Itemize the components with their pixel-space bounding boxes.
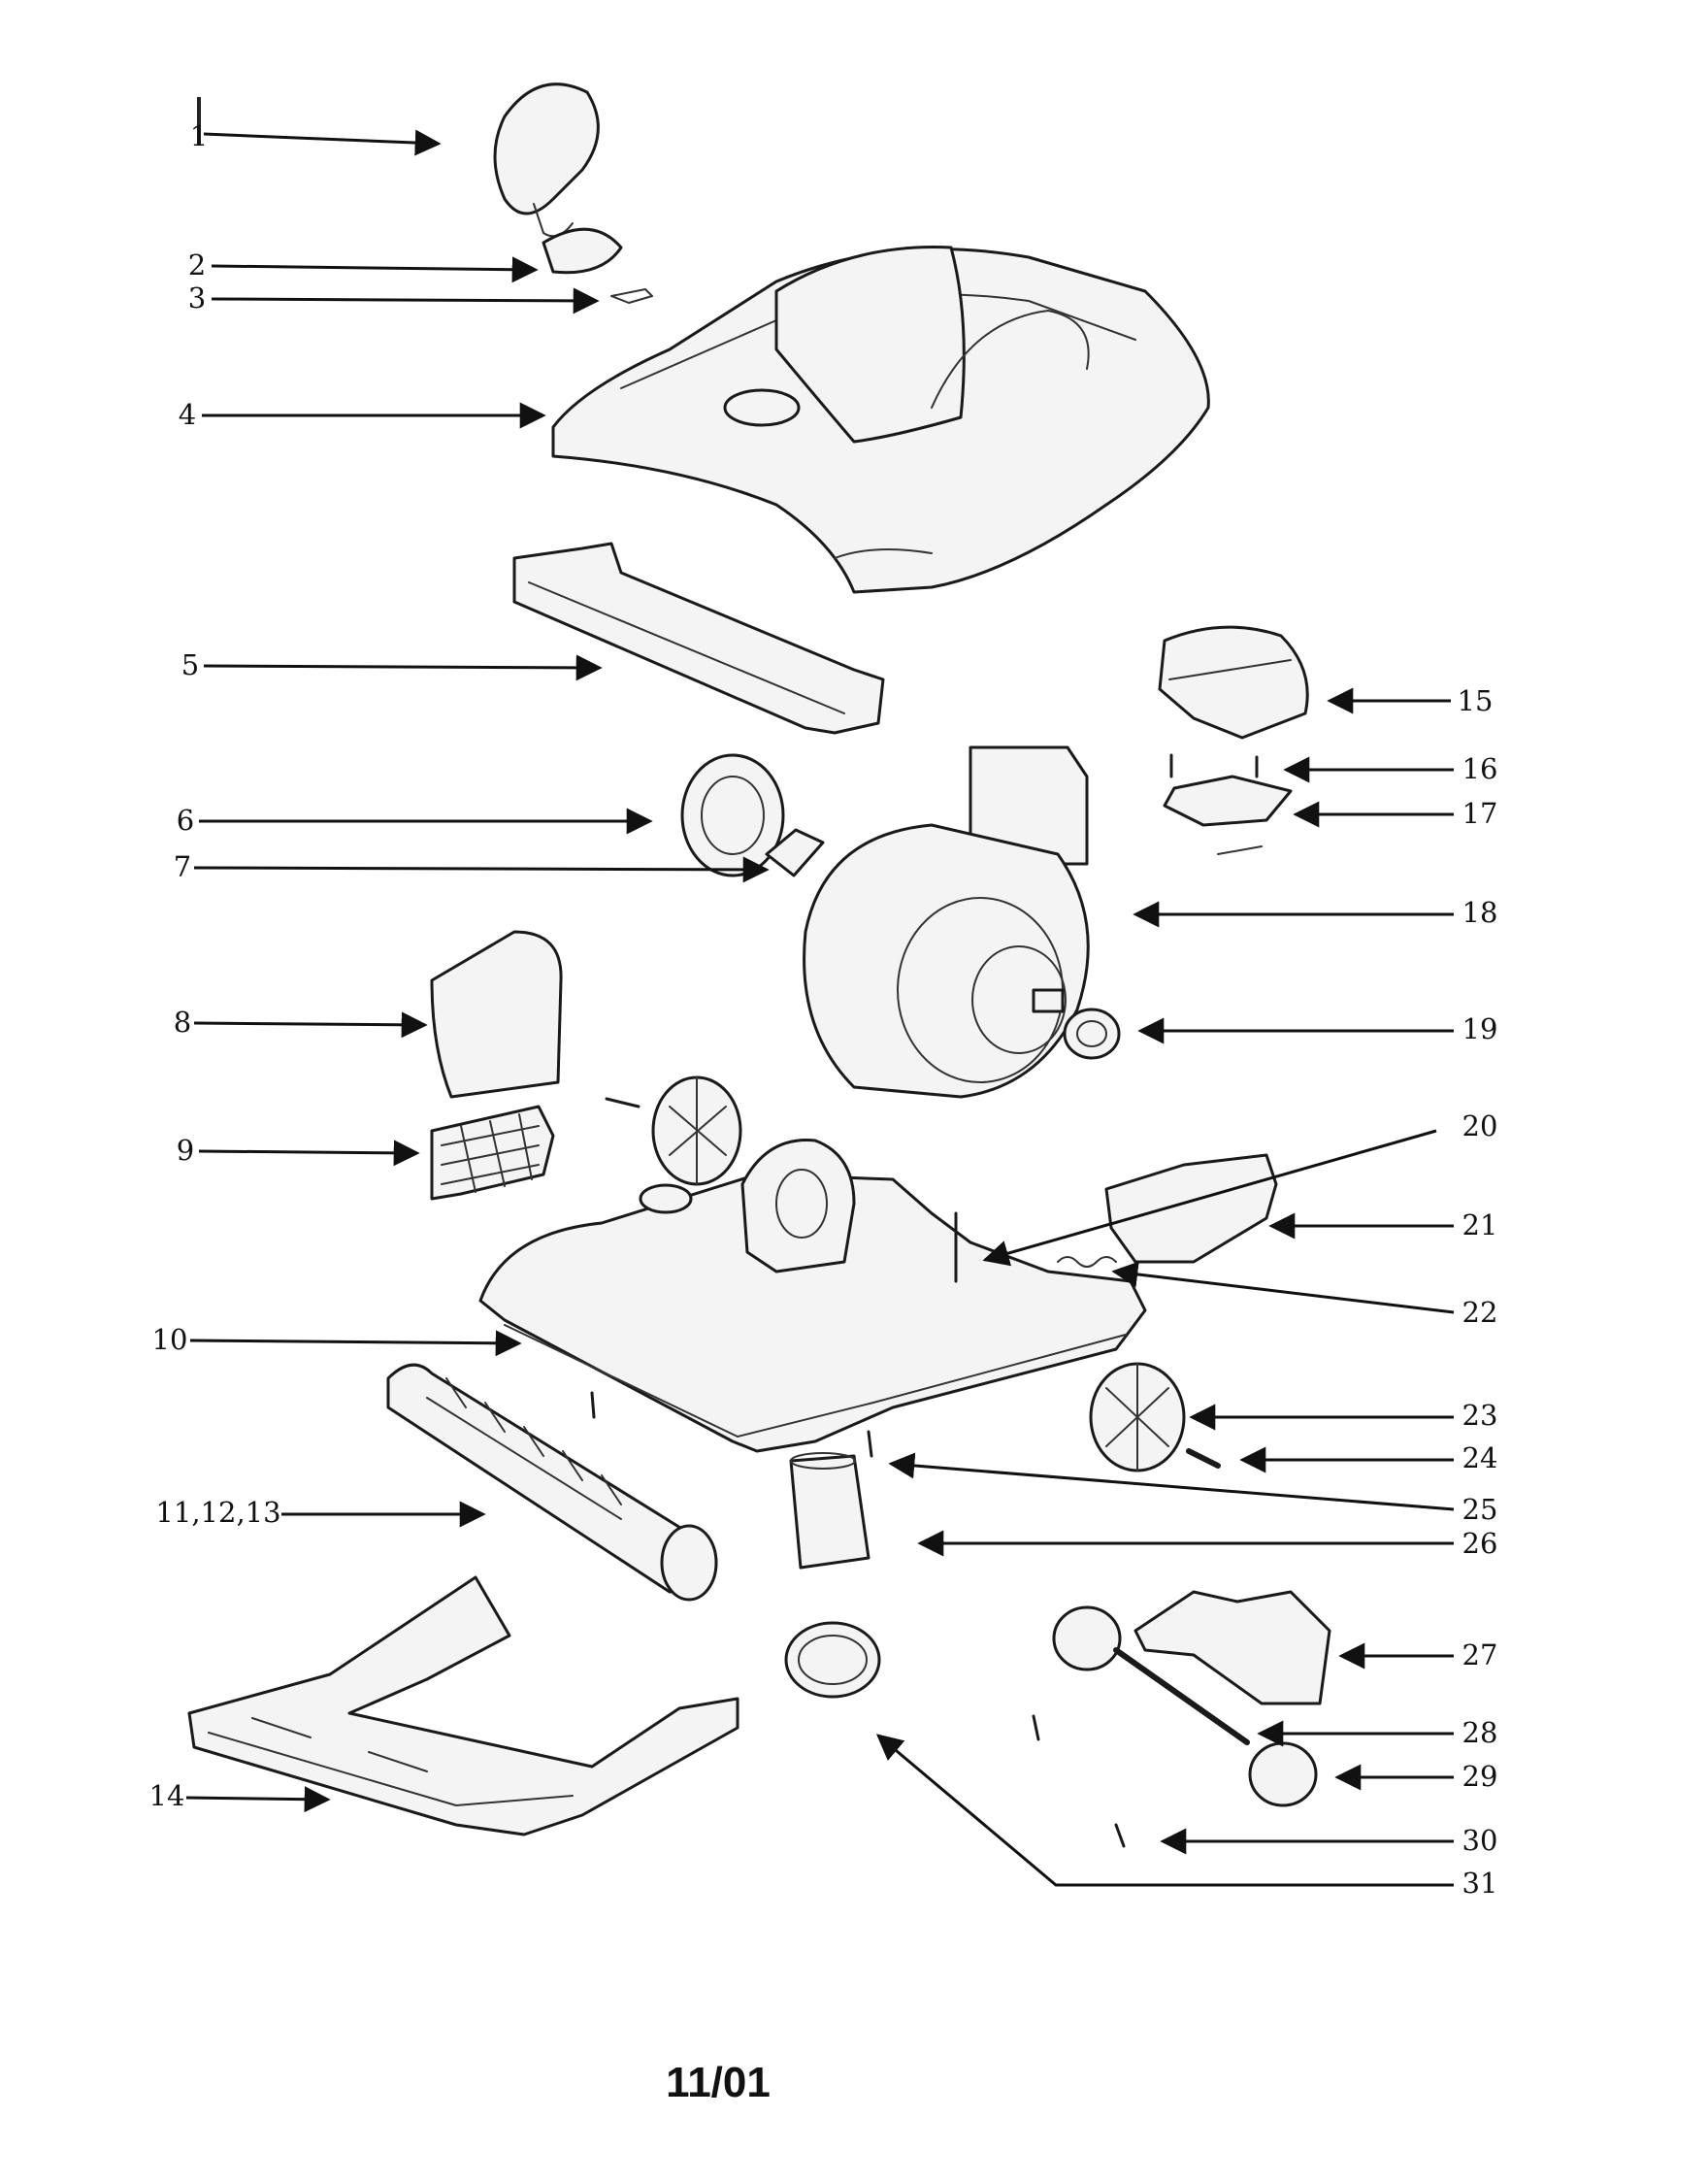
callout-label-31: 31: [1462, 1867, 1498, 1900]
callout-label-3: 3: [188, 281, 206, 314]
part-18-motor: [803, 745, 1090, 1099]
callout-label-27: 27: [1462, 1638, 1498, 1671]
callout-label-25: 25: [1462, 1493, 1498, 1526]
callout-label-14: 14: [149, 1779, 185, 1812]
part-8-filter: [430, 930, 563, 1099]
part-14-bottom-plate: [187, 1575, 739, 1836]
callout-leader-5: [203, 654, 603, 681]
callout-label-28: 28: [1462, 1716, 1498, 1749]
part-31-belt: [784, 1621, 881, 1699]
part-fan-wheel: [605, 1075, 742, 1186]
part-24-axle: [1186, 1448, 1221, 1469]
callout-label-24: 24: [1462, 1441, 1498, 1474]
callout-leader-8: [193, 1011, 428, 1039]
part-10-base: [478, 1139, 1147, 1453]
callout-leader-2: [211, 256, 539, 283]
callout-label-30: 30: [1462, 1824, 1498, 1857]
callout-label-2: 2: [188, 248, 206, 281]
part-16-17-switch: [1163, 753, 1293, 855]
callout-leader-9: [198, 1140, 420, 1167]
callout-leader-10: [189, 1330, 522, 1357]
callout-leader-1: [203, 129, 442, 156]
callout-label-20: 20: [1462, 1109, 1498, 1142]
part-26-cylinder: [789, 1452, 870, 1570]
callout-label-10: 10: [152, 1323, 188, 1356]
callout-label-22: 22: [1462, 1296, 1498, 1329]
callout-leader-25: [888, 1452, 1455, 1511]
callout-label-15: 15: [1458, 684, 1494, 717]
callout-leader-7: [193, 856, 770, 883]
callout-label-7: 7: [174, 850, 191, 883]
footer-date: 11/01: [666, 2059, 771, 2106]
callout-leader-3: [211, 287, 600, 314]
callout-leader-20: [982, 1129, 1437, 1267]
callout-label-21: 21: [1462, 1208, 1498, 1241]
callout-leader-22: [1111, 1261, 1455, 1314]
callout-label-29: 29: [1462, 1760, 1498, 1793]
callout-labels: 1234567891011,12,13141516171819202122232…: [149, 119, 1498, 1900]
part-30-screw: [1032, 1714, 1126, 1848]
part-21-pedal: [1104, 1153, 1278, 1264]
callout-leader-14: [185, 1786, 331, 1813]
part-1-handle-release: [197, 83, 623, 275]
callout-label-16: 16: [1462, 752, 1498, 785]
callout-label-18: 18: [1462, 896, 1498, 929]
callout-label-19: 19: [1462, 1012, 1498, 1045]
part-28-29-wheels-axle: [1052, 1605, 1318, 1807]
callout-label-23: 23: [1462, 1399, 1498, 1432]
part-25-screw: [867, 1430, 873, 1458]
callout-leader-31: [875, 1734, 1454, 1887]
part-27-carriage: [1133, 1590, 1331, 1705]
callout-label-4: 4: [179, 398, 196, 431]
callout-label-9: 9: [177, 1134, 194, 1167]
part-6-filter-ring: [680, 753, 785, 877]
callout-label-8: 8: [174, 1006, 191, 1039]
callout-label-17: 17: [1462, 797, 1498, 830]
callout-label-6: 6: [177, 804, 194, 837]
part-22-spring: [1057, 1256, 1117, 1268]
part-9-grille: [430, 1105, 555, 1201]
callout-leaders: [185, 129, 1455, 1887]
callout-label-11-12-13: 11,12,13: [155, 1496, 280, 1529]
part-15-switch-cover: [1158, 625, 1309, 740]
part-7-gasket: [765, 828, 825, 877]
part-4-hood: [551, 246, 1210, 594]
part-3-clip: [610, 288, 653, 304]
part-19-bearing: [1063, 1008, 1121, 1060]
part-23-wheel: [1089, 1362, 1186, 1472]
callout-label-26: 26: [1462, 1527, 1498, 1560]
part-11-12-13-brushroll: [386, 1363, 718, 1602]
part-5-bumper: [512, 542, 885, 735]
callout-label-1: 1: [190, 119, 208, 152]
callout-label-5: 5: [181, 648, 199, 681]
